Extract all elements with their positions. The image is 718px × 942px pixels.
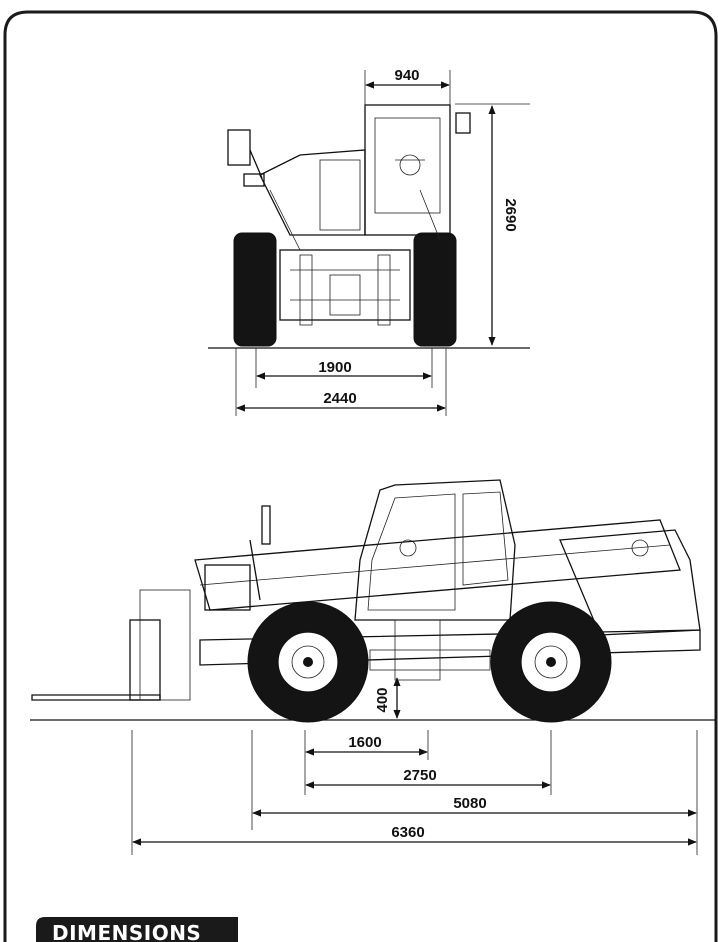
dim-6360-label: 6360 [391, 824, 424, 841]
front-wheel [490, 601, 612, 723]
dim-5080-label: 5080 [453, 795, 486, 812]
page-border [3, 10, 718, 942]
dimensions-tag: DIMENSIONS [36, 917, 238, 942]
side-view [30, 479, 716, 723]
dim-940-label: 940 [394, 67, 419, 84]
right-front-tyre [413, 232, 457, 347]
dimensions-tag-label: DIMENSIONS [52, 921, 201, 942]
dim-400-label: 400 [374, 687, 391, 712]
dim-2690-label: 2690 [502, 198, 519, 231]
rear-wheel [247, 601, 369, 723]
dim-1600-label: 1600 [348, 734, 381, 751]
left-front-tyre [233, 232, 277, 347]
front-dimensions: 940 2690 1900 2440 [235, 67, 530, 416]
dim-2440-label: 2440 [323, 390, 356, 407]
front-view [208, 104, 530, 349]
dim-2750-label: 2750 [403, 767, 436, 784]
side-dimensions: 400 1600 2750 5080 6360 [131, 677, 698, 855]
dim-1900-label: 1900 [318, 359, 351, 376]
